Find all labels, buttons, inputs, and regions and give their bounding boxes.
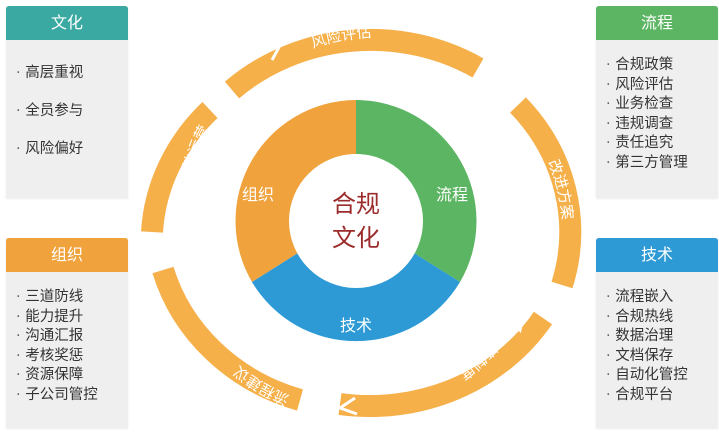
list-item: 能力提升 [16,308,128,328]
list-item: 第三方管理 [606,154,718,174]
list-item: 考核奖惩 [16,347,128,367]
center-title-line1: 合规 [332,190,380,218]
outer-cycle-ring [141,28,582,417]
list-item: 合规政策 [606,56,718,76]
list-item: 合规平台 [606,386,718,406]
ring-segment-org [235,100,356,282]
cycle-label-right: 改进方案 [544,157,576,221]
card-process: 流程 合规政策 风险评估 业务检查 违规调查 责任追究 第三方管理 [596,6,718,198]
cycle-arrows [170,35,527,416]
card-culture-title: 文化 [6,6,128,40]
card-culture: 文化 高层重视 全员参与 风险偏好 [6,6,128,198]
card-tech-title: 技术 [596,238,718,272]
center-title-line2: 文化 [332,224,380,252]
list-item: 文档保存 [606,347,718,367]
list-item: 数据治理 [606,327,718,347]
list-item: 风险评估 [606,76,718,96]
center-circle [289,154,423,288]
card-process-title: 流程 [596,6,718,40]
arrow-icon [262,35,287,61]
list-item: 风险偏好 [16,130,128,168]
ring-segment-tech [252,253,460,342]
list-item: 流程嵌入 [606,288,718,308]
list-item: 高层重视 [16,54,128,92]
segment-label-tech: 技术 [340,316,372,335]
list-item: 自动化管控 [606,366,718,386]
list-item: 子公司管控 [16,386,128,406]
list-item: 沟通汇报 [16,327,128,347]
card-process-list: 合规政策 风险评估 业务检查 违规调查 责任追究 第三方管理 [596,40,718,173]
arrow-icon [506,309,527,334]
card-org-title: 组织 [6,238,128,272]
card-org: 组织 三道防线 能力提升 沟通汇报 考核奖惩 资源保障 子公司管控 [6,238,128,428]
list-item: 全员参与 [16,92,128,130]
arrow-icon [336,396,358,416]
list-item: 违规调查 [606,115,718,135]
card-tech-list: 流程嵌入 合规热线 数据治理 文档保存 自动化管控 合规平台 [596,272,718,405]
list-item: 合规热线 [606,308,718,328]
list-item: 资源保障 [16,366,128,386]
card-org-list: 三道防线 能力提升 沟通汇报 考核奖惩 资源保障 子公司管控 [6,272,128,405]
list-item: 三道防线 [16,288,128,308]
list-item: 责任追究 [606,134,718,154]
card-tech: 技术 流程嵌入 合规热线 数据治理 文档保存 自动化管控 合规平台 [596,238,718,428]
ring-segment-process [356,100,477,282]
card-culture-list: 高层重视 全员参与 风险偏好 [6,40,128,168]
segment-label-process: 流程 [436,185,468,204]
list-item: 业务检查 [606,95,718,115]
segment-label-org: 组织 [242,185,274,204]
arrow-icon [170,228,192,253]
arrow-icon [491,90,516,114]
